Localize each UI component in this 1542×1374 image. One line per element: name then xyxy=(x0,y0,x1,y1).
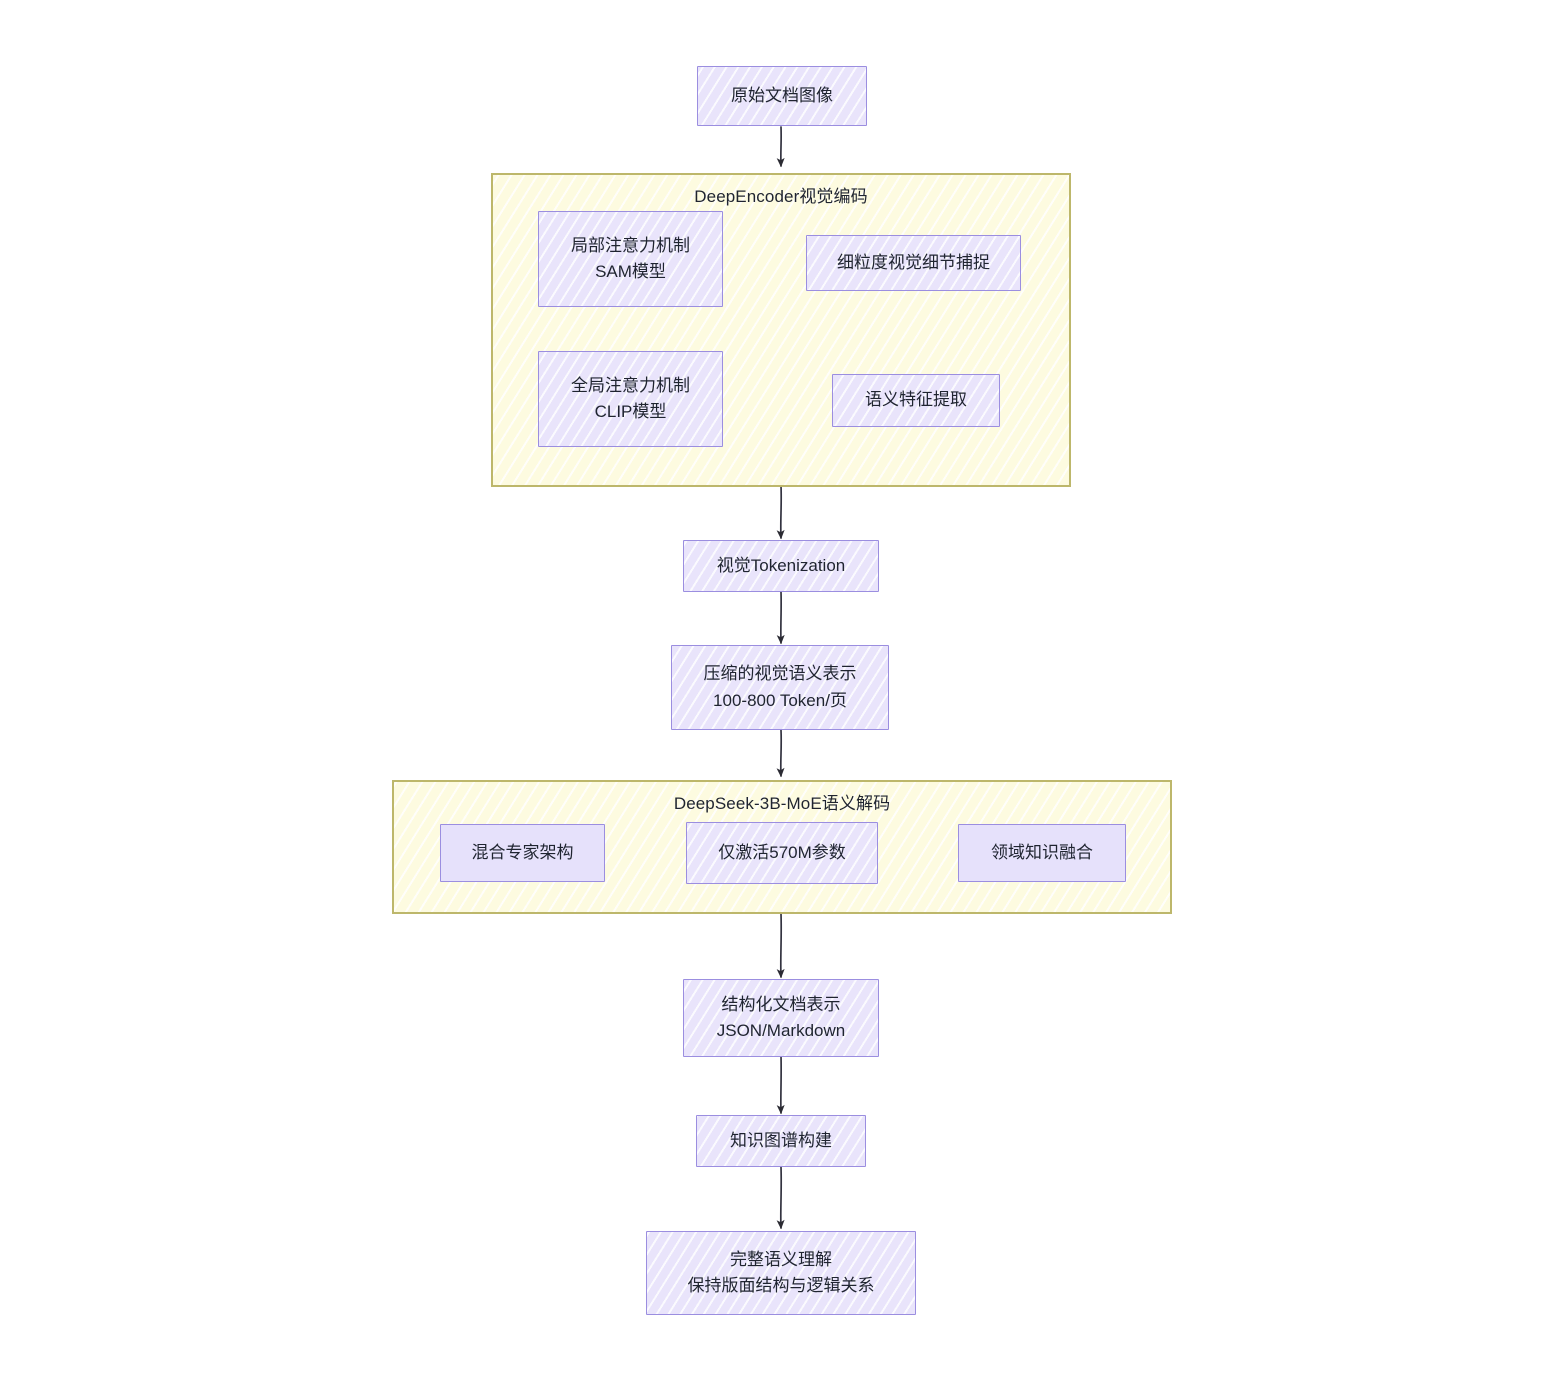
node-full-semantic-line1: 完整语义理解 xyxy=(730,1249,832,1269)
node-full-semantic[interactable]: 完整语义理解 保持版面结构与逻辑关系 xyxy=(646,1231,916,1315)
node-compressed-line1: 压缩的视觉语义表示 xyxy=(703,664,857,684)
node-local-attention-line2: SAM模型 xyxy=(595,262,666,281)
node-domain-knowledge[interactable]: 领域知识融合 xyxy=(958,824,1126,882)
node-moe-architecture-label: 混合专家架构 xyxy=(471,842,574,862)
node-knowledge-graph-label: 知识图谱构建 xyxy=(730,1130,832,1150)
node-semantic-feature-label: 语义特征提取 xyxy=(865,390,967,410)
node-compressed[interactable]: 压缩的视觉语义表示 100-800 Token/页 xyxy=(671,645,889,730)
subgraph-deep-encoder-title: DeepEncoder视觉编码 xyxy=(694,187,868,206)
node-full-semantic-line2: 保持版面结构与逻辑关系 xyxy=(687,1276,875,1295)
node-source-image[interactable]: 原始文档图像 xyxy=(697,66,867,126)
node-structured-doc-line1: 结构化文档表示 xyxy=(721,994,841,1014)
node-moe-architecture[interactable]: 混合专家架构 xyxy=(440,824,605,882)
node-fine-detail[interactable]: 细粒度视觉细节捕捉 xyxy=(806,235,1021,291)
node-structured-doc[interactable]: 结构化文档表示 JSON/Markdown xyxy=(683,979,879,1057)
node-semantic-feature[interactable]: 语义特征提取 xyxy=(832,374,1000,427)
node-knowledge-graph[interactable]: 知识图谱构建 xyxy=(696,1115,866,1167)
node-activated-params-label: 仅激活570M参数 xyxy=(718,842,846,862)
node-global-attention[interactable]: 全局注意力机制 CLIP模型 xyxy=(538,351,723,447)
node-local-attention-line1: 局部注意力机制 xyxy=(571,235,690,255)
subgraph-deepseek-moe-title: DeepSeek-3B-MoE语义解码 xyxy=(673,794,891,813)
node-fine-detail-label: 细粒度视觉细节捕捉 xyxy=(837,252,990,272)
node-domain-knowledge-label: 领域知识融合 xyxy=(991,842,1093,862)
node-compressed-line2: 100-800 Token/页 xyxy=(713,690,847,710)
node-activated-params[interactable]: 仅激活570M参数 xyxy=(686,822,878,884)
node-structured-doc-line2: JSON/Markdown xyxy=(716,1021,846,1040)
node-local-attention[interactable]: 局部注意力机制 SAM模型 xyxy=(538,211,723,307)
node-visual-tokenization-label: 视觉Tokenization xyxy=(716,555,846,575)
node-global-attention-line1: 全局注意力机制 xyxy=(571,375,690,395)
node-source-image-label: 原始文档图像 xyxy=(731,85,833,105)
node-visual-tokenization[interactable]: 视觉Tokenization xyxy=(683,540,879,592)
node-global-attention-line2: CLIP模型 xyxy=(594,402,667,421)
